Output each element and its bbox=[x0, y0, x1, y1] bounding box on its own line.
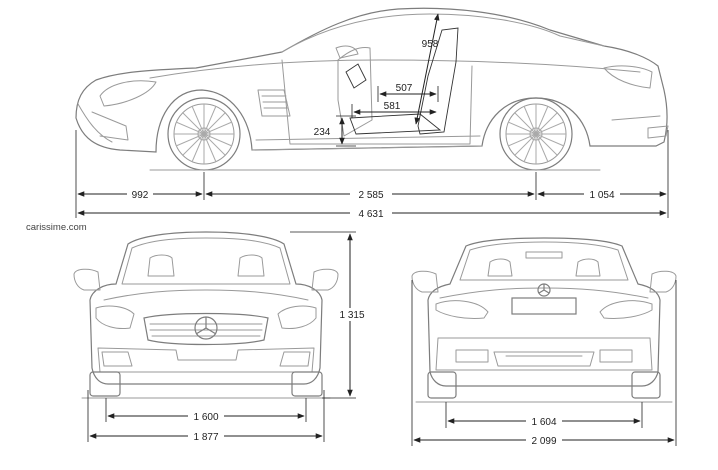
side-rear-wheel bbox=[499, 97, 573, 171]
side-mirror bbox=[335, 45, 359, 59]
rear-window bbox=[459, 241, 629, 281]
front-windshield bbox=[121, 237, 291, 285]
label-rear-overhang: 1 054 bbox=[589, 190, 614, 201]
side-sill bbox=[251, 135, 483, 151]
side-taillight bbox=[603, 65, 653, 89]
rear-brake-light bbox=[525, 251, 563, 259]
side-belt-line bbox=[149, 59, 641, 79]
side-open-door bbox=[337, 47, 373, 137]
side-front-bumper bbox=[77, 103, 129, 143]
rear-diffuser bbox=[493, 351, 595, 367]
rear-bumper bbox=[435, 337, 653, 371]
front-intake-left bbox=[101, 351, 133, 367]
headroom-line bbox=[414, 13, 440, 125]
side-steering bbox=[345, 63, 367, 89]
rear-headrest-right bbox=[575, 258, 601, 277]
front-body-outline bbox=[89, 231, 323, 385]
front-tire-right bbox=[291, 371, 323, 397]
label-legroom-lower: 581 bbox=[384, 101, 401, 112]
front-grille bbox=[143, 312, 269, 346]
rear-exhaust-right bbox=[599, 349, 633, 363]
rear-taillight-left bbox=[435, 300, 489, 319]
label-rear-track: 1 604 bbox=[531, 417, 556, 428]
label-front-height: 1 315 bbox=[339, 310, 364, 321]
label-wheelbase: 2 585 bbox=[358, 190, 383, 201]
side-vent bbox=[257, 89, 291, 117]
rear-tire-right bbox=[631, 371, 661, 399]
rear-taillight-right bbox=[599, 300, 653, 319]
front-intake-right bbox=[279, 351, 311, 367]
rear-mirror-right bbox=[649, 270, 677, 293]
rear-headrest-left bbox=[487, 258, 513, 277]
rear-mirror-left bbox=[411, 270, 439, 293]
rear-star-emblem bbox=[537, 283, 551, 297]
front-labels: 1 315 1 600 1 877 bbox=[188, 308, 366, 443]
side-door-outline bbox=[281, 59, 473, 145]
side-rear-bumper bbox=[611, 115, 669, 139]
front-mirror-right bbox=[311, 268, 339, 291]
watermark: carissime.com bbox=[26, 222, 87, 233]
side-headlight bbox=[99, 80, 157, 107]
label-front-overhang: 992 bbox=[132, 190, 149, 201]
label-front-track: 1 600 bbox=[193, 412, 218, 423]
side-seat-cushion bbox=[349, 113, 442, 135]
front-headrest-right bbox=[237, 254, 265, 277]
rear-labels: 1 604 2 099 bbox=[526, 414, 562, 447]
rear-body-outline bbox=[427, 237, 661, 387]
front-mirror-left bbox=[73, 268, 101, 291]
label-body-width: 1 877 bbox=[193, 432, 218, 443]
rear-license-plate bbox=[511, 297, 577, 315]
label-legroom-upper: 507 bbox=[396, 83, 413, 94]
side-labels: 992 2 585 1 054 4 631 958 507 581 234 bbox=[127, 39, 620, 220]
rear-tire-left bbox=[427, 371, 457, 399]
rear-view-car bbox=[411, 237, 677, 403]
side-front-wheel bbox=[167, 97, 241, 171]
rear-exhaust-left bbox=[455, 349, 489, 363]
label-headroom: 958 bbox=[422, 39, 439, 50]
label-seat-height: 234 bbox=[314, 127, 331, 138]
front-bumper bbox=[97, 347, 315, 373]
front-hood bbox=[103, 289, 309, 301]
front-headlight-right bbox=[277, 305, 317, 329]
label-width-mirrors: 2 099 bbox=[531, 436, 556, 447]
side-roof-line bbox=[281, 13, 605, 53]
front-view-car bbox=[73, 231, 339, 399]
side-view-car bbox=[75, 7, 669, 171]
front-star-emblem bbox=[194, 316, 218, 340]
label-overall-length: 4 631 bbox=[358, 209, 383, 220]
front-headlight-left bbox=[95, 305, 135, 329]
side-body-outline bbox=[75, 7, 668, 153]
front-headrest-left bbox=[147, 254, 175, 277]
front-tire-left bbox=[89, 371, 121, 397]
